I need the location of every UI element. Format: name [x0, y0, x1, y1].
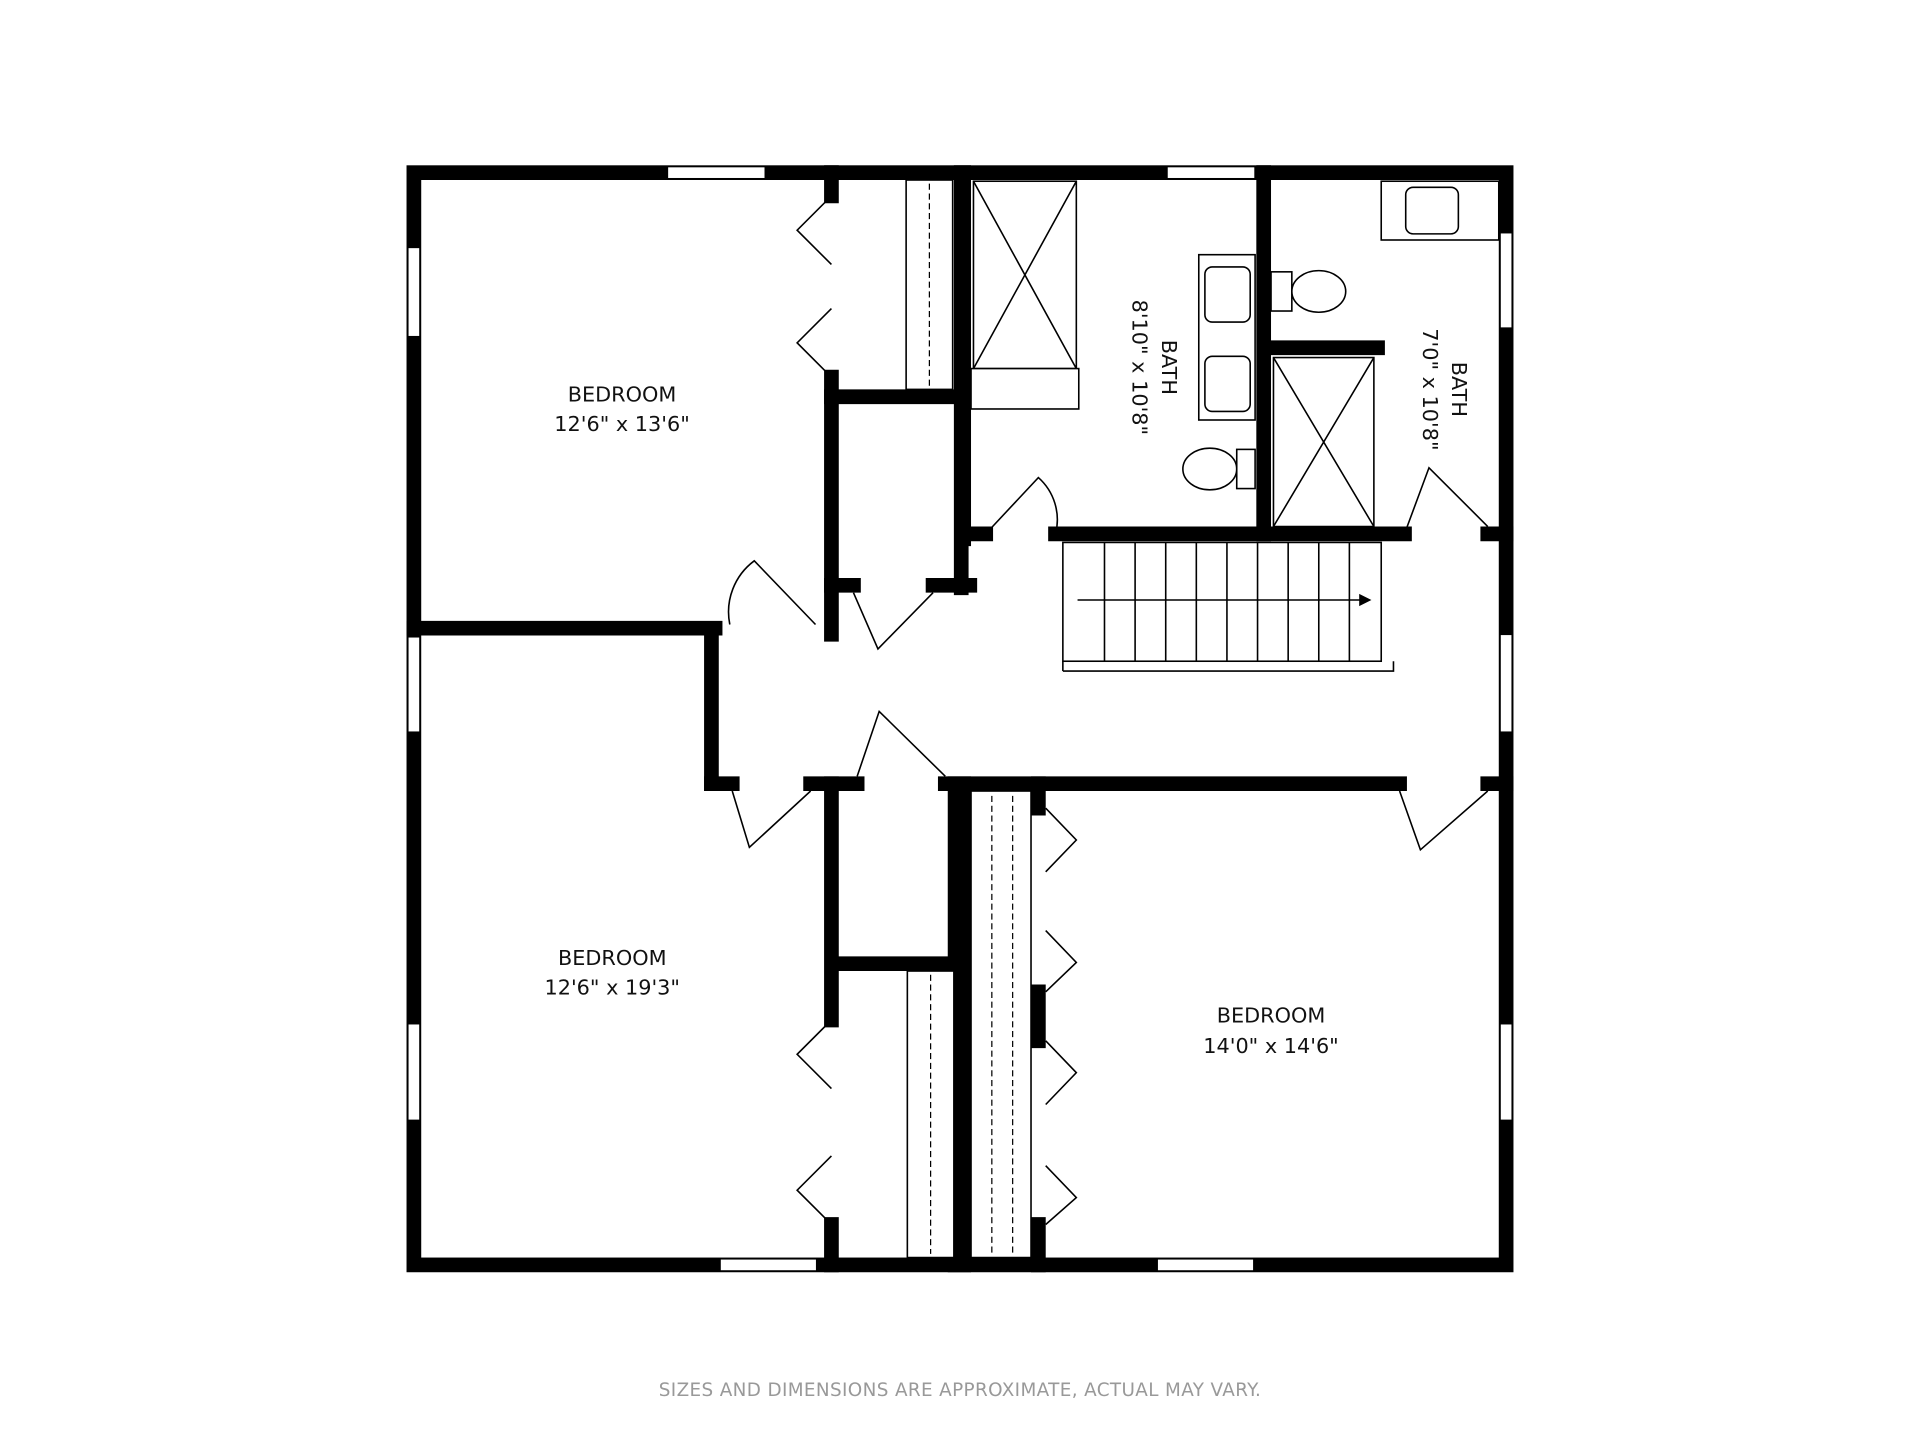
room-size: 8'10" x 10'8": [1128, 300, 1152, 435]
room-name: BATH: [1447, 362, 1471, 417]
stair-arrow-icon: [1359, 593, 1372, 607]
room-name: BEDROOM: [558, 946, 667, 970]
room-labels: BEDROOM 12'6" x 13'6" BATH 8'10" x 10'8"…: [544, 300, 1471, 1058]
windows: [406, 165, 1514, 1272]
room-name: BEDROOM: [568, 383, 677, 407]
walls: [406, 165, 1514, 1273]
disclaimer-text: SIZES AND DIMENSIONS ARE APPROXIMATE, AC…: [659, 1380, 1261, 1401]
room-size: 12'6" x 19'3": [544, 975, 680, 999]
doors: [727, 195, 1489, 1226]
bath-fixtures: [970, 180, 1500, 528]
room-name: BEDROOM: [1217, 1003, 1326, 1027]
closet-rods: [905, 179, 1032, 1259]
staircase[interactable]: [1062, 541, 1395, 672]
room-name: BATH: [1157, 340, 1181, 395]
room-size: 7'0" x 10'8": [1418, 328, 1442, 450]
room-size: 12'6" x 13'6": [554, 412, 690, 436]
room-size: 14'0" x 14'6": [1203, 1034, 1339, 1058]
